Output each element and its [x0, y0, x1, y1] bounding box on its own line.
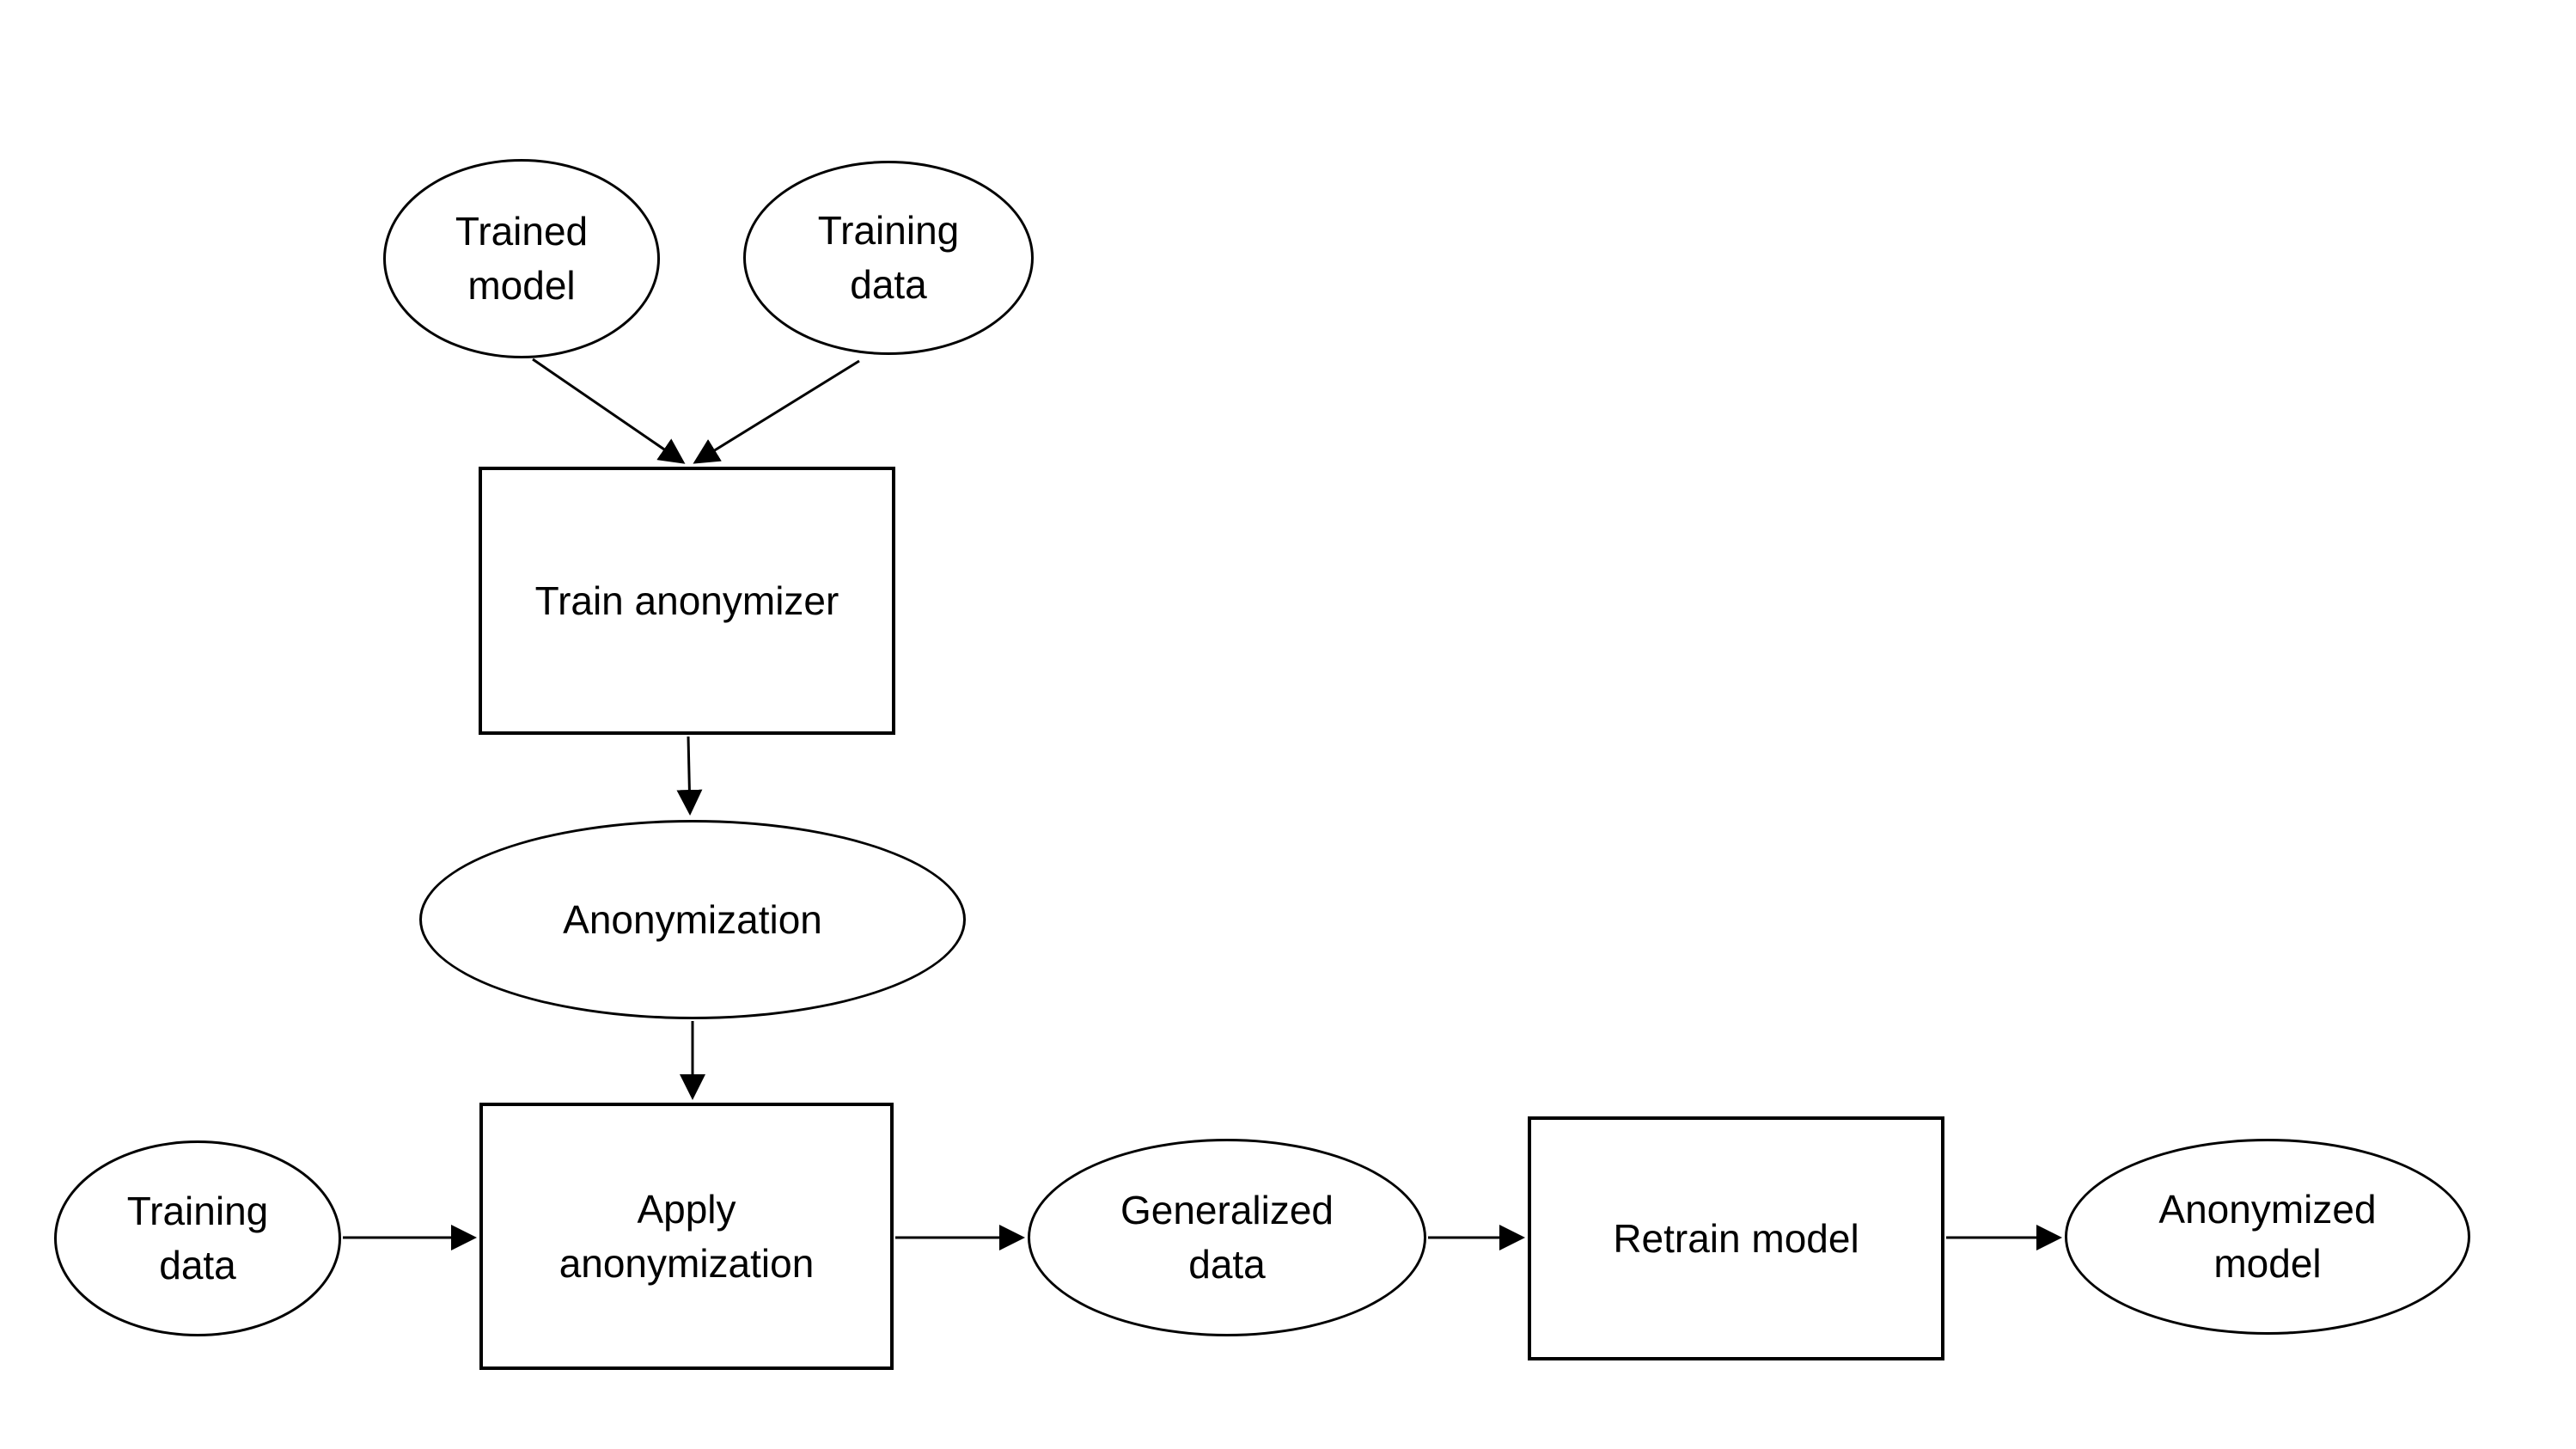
node-apply-anonymization: Apply anonymization — [479, 1103, 894, 1370]
node-training-data-bottom: Training data — [54, 1140, 341, 1336]
node-label-line: Retrain model — [1613, 1215, 1859, 1261]
node-label-line: model — [2213, 1241, 2322, 1286]
node-label-line: Training — [126, 1189, 269, 1233]
arrow-train-anonymizer-to-anonymization — [676, 736, 703, 816]
node-trained-model: Trained model — [383, 159, 660, 358]
node-label-line: Anonymization — [563, 896, 822, 942]
node-train-anonymizer: Train anonymizer — [479, 467, 895, 735]
node-label-line: Train anonymizer — [534, 578, 839, 623]
node-label-line: data — [1188, 1242, 1266, 1287]
node-label-line: anonymization — [559, 1240, 815, 1286]
node-label-line: data — [850, 262, 927, 307]
arrow-training-data-to-train-anonymizer — [693, 359, 860, 464]
node-retrain-model: Retrain model — [1528, 1116, 1944, 1360]
node-label-line: Generalized — [1120, 1188, 1334, 1232]
node-anonymization: Anonymization — [419, 820, 966, 1019]
node-label-line: model — [467, 263, 576, 308]
node-label-line: Training — [817, 208, 960, 253]
node-generalized-data: Generalized data — [1028, 1139, 1426, 1336]
node-training-data-top: Training data — [743, 161, 1034, 355]
arrow-trained-model-to-train-anonymizer — [532, 358, 686, 464]
node-label-line: data — [159, 1243, 236, 1287]
node-anonymized-model: Anonymized model — [2065, 1139, 2470, 1335]
node-label-line: Apply — [637, 1186, 736, 1232]
node-label-line: Trained — [455, 209, 589, 254]
node-label-line: Anonymized — [2158, 1187, 2377, 1232]
